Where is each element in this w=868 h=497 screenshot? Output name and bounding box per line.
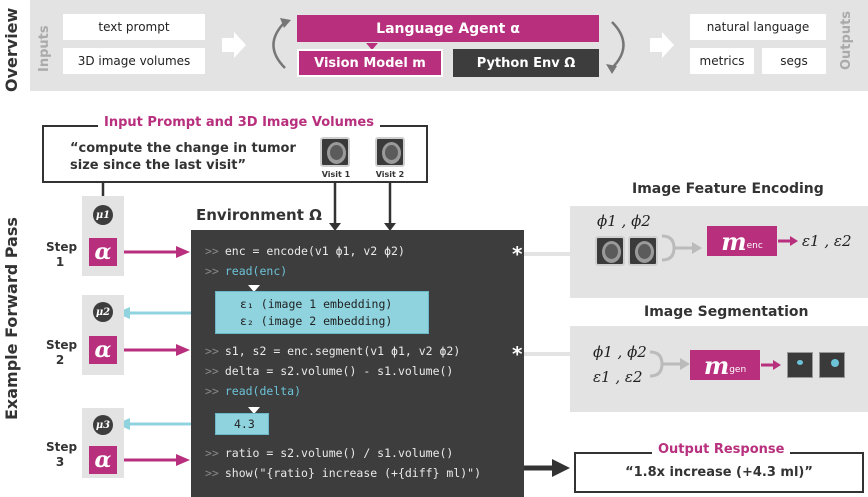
overview-right-cycle bbox=[611, 21, 625, 69]
segmentation-phis: ϕ1 , ϕ2 bbox=[593, 343, 647, 361]
code-prompt-1: >> bbox=[205, 244, 219, 258]
overview-arrows bbox=[222, 18, 674, 74]
alpha-step2: α bbox=[89, 336, 117, 364]
output-metrics: metrics bbox=[690, 48, 754, 74]
embedding-line-1: ε₁ (image 1 embedding) bbox=[240, 297, 393, 311]
overview-right-cycle-head bbox=[606, 64, 617, 74]
overview-agent-pointer bbox=[366, 43, 378, 50]
code-line-7: >> show("{ratio} increase (+{diff} ml)") bbox=[205, 466, 481, 480]
overview-output-arrow bbox=[650, 32, 674, 58]
overview-input-arrow bbox=[222, 32, 246, 58]
segmentation-blob-2 bbox=[831, 359, 839, 367]
code-line-4: >> delta = s2.volume() - s1.volume() bbox=[205, 364, 453, 378]
input-prompt-box bbox=[42, 125, 428, 183]
step1-arrow-head bbox=[176, 246, 190, 258]
output-response-text: “1.8x increase (+4.3 ml)” bbox=[625, 465, 813, 480]
encoder-model-sub: enc bbox=[746, 241, 763, 251]
environment-title: Environment Ω bbox=[196, 206, 322, 224]
star-encoding: * bbox=[512, 242, 523, 266]
code-line-4-text: delta = s2.volume() - s1.volume() bbox=[224, 364, 454, 378]
code-line-3-text: s1, s2 = enc.segment(v1 ϕ1, v2 ϕ2) bbox=[224, 344, 461, 358]
vision-model-box: Vision Model m bbox=[297, 49, 443, 77]
code-prompt-4: >> bbox=[205, 364, 219, 378]
language-agent-box: Language Agent α bbox=[297, 15, 599, 42]
generator-model-symbol: m bbox=[703, 350, 730, 380]
visit1-label: Visit 1 bbox=[321, 170, 351, 179]
code-line-6-text: ratio = s2.volume() / s1.volume() bbox=[224, 446, 454, 460]
segmentation-eps: ε1 , ε2 bbox=[593, 368, 643, 386]
mu1-badge: μ1 bbox=[93, 205, 113, 225]
code-line-6: >> ratio = s2.volume() / s1.volume() bbox=[205, 446, 453, 460]
encoding-phis: ϕ1 , ϕ2 bbox=[597, 212, 651, 230]
prompt-text: “compute the change in tumor size since … bbox=[70, 141, 296, 173]
step3-arrow-head bbox=[176, 454, 190, 466]
visit1-head bbox=[329, 223, 341, 231]
mu3-badge: μ3 bbox=[93, 415, 113, 435]
segmentation-title: Image Segmentation bbox=[644, 304, 809, 320]
code-prompt-3: >> bbox=[205, 344, 219, 358]
input-text-prompt: text prompt bbox=[63, 14, 205, 40]
code-prompt-7: >> bbox=[205, 466, 219, 480]
output-response-box bbox=[574, 452, 864, 493]
output-response-title: Output Response bbox=[652, 442, 791, 457]
embedding-result-box: ε₁ (image 1 embedding) ε₂ (image 2 embed… bbox=[215, 291, 429, 334]
encoding-title: Image Feature Encoding bbox=[632, 181, 824, 197]
encoding-result: ε1 , ε2 bbox=[802, 232, 852, 250]
code-line-1: >> enc = encode(v1 ϕ1, v2 ϕ2) bbox=[205, 244, 405, 258]
encoder-out-arrow bbox=[778, 236, 798, 246]
segmentation-arrows bbox=[649, 350, 690, 378]
step1-label: Step 1 bbox=[46, 240, 78, 269]
code-line-1-text: enc = encode(v1 ϕ1, v2 ϕ2) bbox=[224, 244, 405, 258]
embedding-line-2: ε₂ (image 2 embedding) bbox=[240, 314, 393, 328]
code-line-5-text: read(delta) bbox=[224, 384, 302, 398]
input-3d-volumes: 3D image volumes bbox=[63, 48, 205, 74]
encoding-arrows bbox=[661, 234, 702, 262]
visit2-head bbox=[384, 223, 396, 231]
python-env-box: Python Env Ω bbox=[453, 49, 599, 77]
code-prompt-6: >> bbox=[205, 446, 219, 460]
code-prompt-5: >> bbox=[205, 384, 219, 398]
encoding-scan-1 bbox=[595, 236, 625, 266]
overview-left-cycle bbox=[272, 21, 286, 69]
segmentation-blob-1 bbox=[797, 360, 803, 365]
output-natural-language: natural language bbox=[690, 14, 826, 40]
step2-arrow-head bbox=[176, 344, 190, 356]
step2-label: Step 2 bbox=[46, 338, 78, 367]
delta-value: 4.3 bbox=[234, 417, 255, 431]
code-line-2-text: read(enc) bbox=[224, 264, 288, 278]
code-line-7-text: show("{ratio} increase (+{diff} ml)") bbox=[224, 466, 482, 480]
output-arrow-head bbox=[552, 459, 570, 477]
visit2-label: Visit 2 bbox=[375, 170, 405, 179]
visit2-scan bbox=[375, 137, 405, 167]
code-prompt-2: >> bbox=[205, 264, 219, 278]
delta-result-box: 4.3 bbox=[215, 413, 269, 435]
visit1-scan bbox=[320, 137, 350, 167]
encoder-model-symbol: m bbox=[721, 226, 747, 256]
star-segmentation: * bbox=[512, 342, 523, 366]
code-line-5: >> read(delta) bbox=[205, 384, 301, 398]
code-line-2: >> read(enc) bbox=[205, 264, 287, 278]
segmentation-output-2 bbox=[819, 352, 845, 378]
generator-model-sub: gen bbox=[729, 365, 747, 375]
generator-out-arrow bbox=[761, 360, 781, 370]
environment-panel: >> enc = encode(v1 ϕ1, v2 ϕ2) >> read(enc)… bbox=[191, 230, 524, 497]
mu2-badge: μ2 bbox=[93, 302, 113, 322]
result-pointer-2 bbox=[248, 407, 260, 414]
step3-label: Step 3 bbox=[46, 440, 78, 469]
encoding-scan-2 bbox=[628, 236, 658, 266]
input-prompt-title: Input Prompt and 3D Image Volumes bbox=[98, 115, 380, 130]
segmentation-output-1 bbox=[787, 352, 813, 378]
overview-left-cycle-head bbox=[280, 18, 291, 28]
alpha-step1: α bbox=[89, 238, 117, 266]
output-segs: segs bbox=[762, 48, 826, 74]
alpha-step3: α bbox=[89, 446, 117, 474]
code-line-3: >> s1, s2 = enc.segment(v1 ϕ1, v2 ϕ2) bbox=[205, 344, 460, 358]
result-pointer-1 bbox=[248, 285, 260, 292]
